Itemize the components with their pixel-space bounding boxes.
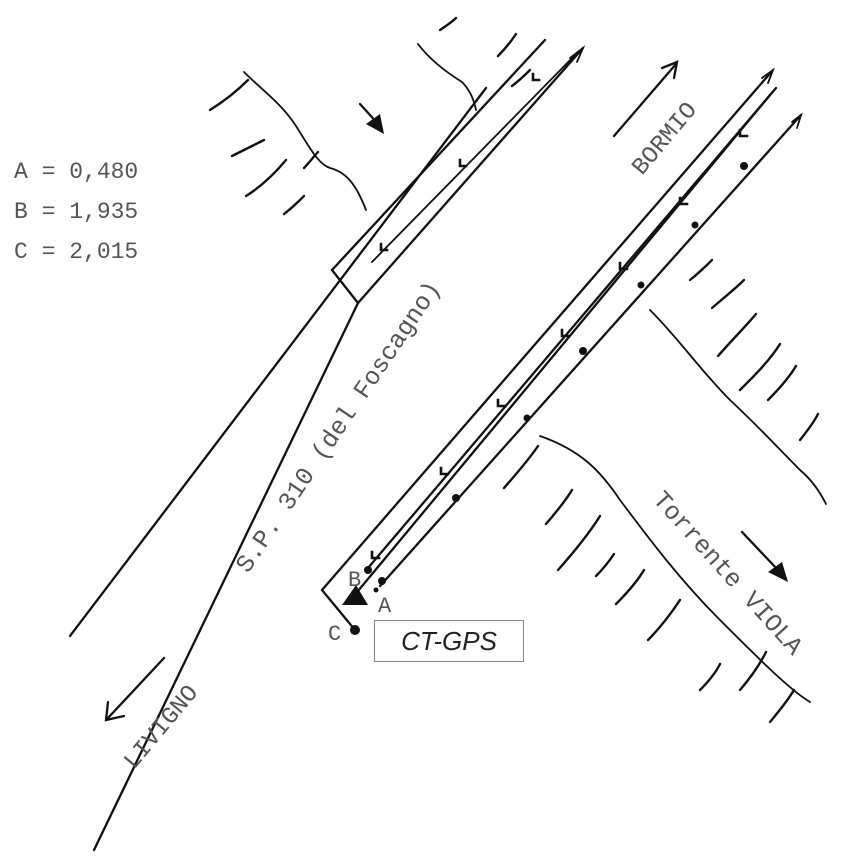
road-name-label: S.P. 310 (del Foscagno) xyxy=(231,276,448,578)
side-road-lane xyxy=(371,51,579,263)
hatch-stroke xyxy=(510,68,532,88)
hatch-stroke xyxy=(768,688,796,724)
hatch-stroke xyxy=(496,32,518,58)
hatch-stroke xyxy=(766,364,798,402)
hatch-stroke xyxy=(208,78,250,112)
river-arrowhead-icon xyxy=(768,562,788,582)
hatch-stroke xyxy=(502,444,540,490)
hatch-stroke xyxy=(438,16,458,32)
river-bank-upper xyxy=(649,309,827,505)
sensor-tick xyxy=(439,466,450,476)
legend: A = 0,480 B = 1,935 C = 2,015 xyxy=(14,159,138,265)
hatch-stroke xyxy=(556,514,602,572)
legend-c: C = 2,015 xyxy=(14,239,138,265)
livigno-label: LIVIGNO xyxy=(119,681,204,776)
terrain-hatching-upper-left xyxy=(208,16,532,216)
direction-arrows xyxy=(104,60,788,722)
sensor-dot xyxy=(579,347,587,355)
hatch-stroke xyxy=(738,342,782,392)
hatch-stroke xyxy=(282,194,306,216)
gps-station-label: CT-GPS xyxy=(401,625,497,656)
sensor-tick xyxy=(560,328,571,338)
point-a-dot xyxy=(378,577,386,585)
sensor-dot xyxy=(452,494,460,502)
measurement-lines xyxy=(320,86,803,632)
sensor-tick xyxy=(370,550,381,560)
bank-line xyxy=(417,43,477,111)
hatch-stroke xyxy=(646,598,682,642)
point-a-label: A xyxy=(378,594,392,619)
sensor-line-dots xyxy=(378,113,803,588)
side-road-edge-outer xyxy=(330,38,547,272)
side-road-end xyxy=(330,268,360,305)
hatch-stroke xyxy=(302,150,320,170)
point-b-label: B xyxy=(348,568,361,593)
river-arrow-shaft xyxy=(740,530,780,572)
gps-station-triangle-icon xyxy=(342,585,368,605)
side-road-tick xyxy=(379,242,389,252)
hatch-stroke xyxy=(544,488,574,526)
bank-line xyxy=(243,71,367,211)
livigno-arrow-shaft xyxy=(106,656,166,720)
arrowhead-icon xyxy=(569,45,586,63)
hatch-stroke xyxy=(738,650,768,692)
flow-arrowhead-icon xyxy=(366,114,384,134)
side-road-tick xyxy=(458,158,468,168)
hatch-stroke xyxy=(688,258,714,282)
hatch-stroke xyxy=(710,278,746,310)
sensor-tick xyxy=(618,261,629,271)
sensor-line-outer xyxy=(346,93,772,605)
bormio-label: BORMIO xyxy=(627,98,703,182)
hatch-stroke xyxy=(716,312,758,358)
hatch-stroke xyxy=(698,662,722,692)
river-bank-lower xyxy=(539,435,811,703)
sensor-dot xyxy=(740,162,748,170)
livigno-arrowhead-icon xyxy=(104,700,126,722)
sensor-tick xyxy=(678,196,689,206)
sensor-dots xyxy=(350,162,748,635)
hatch-stroke xyxy=(230,138,266,158)
hatch-stroke xyxy=(614,568,646,606)
terrain-hatching-right xyxy=(502,258,827,724)
arrowhead-icon xyxy=(791,112,803,129)
bormio-arrow-shaft xyxy=(612,62,678,138)
sensor-dot xyxy=(373,587,379,593)
gps-station-label-box: CT-GPS xyxy=(374,620,524,662)
hatch-stroke xyxy=(798,412,820,442)
hatch-stroke xyxy=(594,552,616,578)
sensor-dot xyxy=(523,414,531,422)
point-c-label: C xyxy=(328,622,341,647)
hatch-stroke xyxy=(244,158,288,198)
sensor-dot xyxy=(637,281,645,289)
legend-b: B = 1,935 xyxy=(14,199,138,225)
point-b-dot xyxy=(364,566,372,574)
side-road-tick xyxy=(531,72,541,82)
sensor-line-ticks xyxy=(366,86,778,570)
side-road-edge-inner xyxy=(356,46,585,305)
sensor-tick xyxy=(738,128,749,138)
bormio-arrowhead-icon xyxy=(660,60,679,80)
road-corner xyxy=(320,588,357,632)
road-edge-right-lower xyxy=(92,301,360,852)
sensor-ticks xyxy=(370,128,749,560)
side-road xyxy=(330,38,585,305)
road-edge-right-upper xyxy=(320,68,775,592)
arrowhead-icon xyxy=(761,67,775,84)
line-arrowheads xyxy=(569,45,803,129)
sensor-dot xyxy=(691,221,699,229)
sensor-tick xyxy=(496,398,507,408)
legend-a: A = 0,480 xyxy=(14,159,138,185)
point-c-dot xyxy=(350,625,360,635)
